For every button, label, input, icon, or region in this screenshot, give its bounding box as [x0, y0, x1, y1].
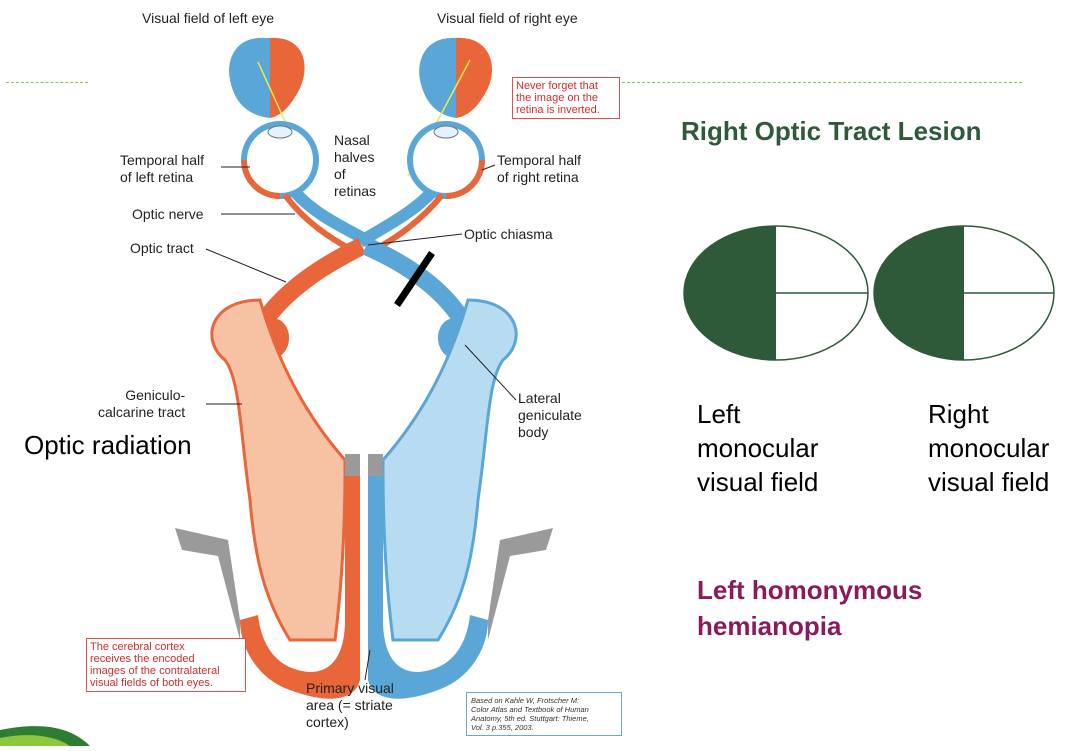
nasal-label: Nasal halves of retinas	[334, 132, 377, 199]
optic-nerve-label: Optic nerve	[132, 206, 204, 222]
diagnosis-label: Left homonymous hemianopia	[697, 575, 923, 641]
temporal-right-label: Temporal half of right retina	[497, 152, 582, 185]
visual-field-right-label: Visual field of right eye	[437, 10, 578, 26]
temporal-left-label: Temporal half of left retina	[120, 152, 205, 185]
divider-left	[6, 82, 88, 83]
left-field-label: Left monocular visual field	[697, 399, 819, 497]
visual-field-left-label: Visual field of left eye	[142, 10, 275, 26]
visual-pathway-illustration	[175, 37, 553, 699]
visual-field-diagrams	[683, 225, 1055, 361]
geniculo-calcarine-label: Geniculo- calcarine tract	[98, 387, 186, 420]
inverted-image-note: Never forget that the image on the retin…	[512, 77, 620, 119]
divider-right	[622, 82, 1022, 83]
left-eye-visual-field	[229, 37, 305, 118]
footer-decoration	[0, 726, 90, 746]
citation-note: Based on Kahle W, Frotscher M: Color Atl…	[466, 692, 622, 736]
optic-radiation-label: Optic radiation	[24, 430, 192, 460]
right-field-label: Right monocular visual field	[928, 399, 1050, 497]
left-monocular-field	[683, 225, 869, 361]
right-eye-visual-field	[419, 37, 493, 118]
left-eyeball	[241, 121, 319, 199]
lesion-marker	[394, 251, 435, 307]
lateral-geniculate-label: Lateral geniculate body	[518, 390, 582, 440]
slide-title: Right Optic Tract Lesion	[681, 116, 982, 146]
cerebral-cortex-note: The cerebral cortex receives the encoded…	[86, 638, 246, 692]
primary-visual-area-label: Primary visual area (= striate cortex)	[306, 680, 394, 730]
right-eyeball	[407, 121, 485, 199]
optic-tract-label: Optic tract	[130, 240, 194, 256]
visual-pathway-diagram: Visual field of left eye Visual field of…	[86, 0, 630, 746]
optic-chiasma-label: Optic chiasma	[464, 226, 553, 242]
right-monocular-field	[873, 225, 1055, 361]
